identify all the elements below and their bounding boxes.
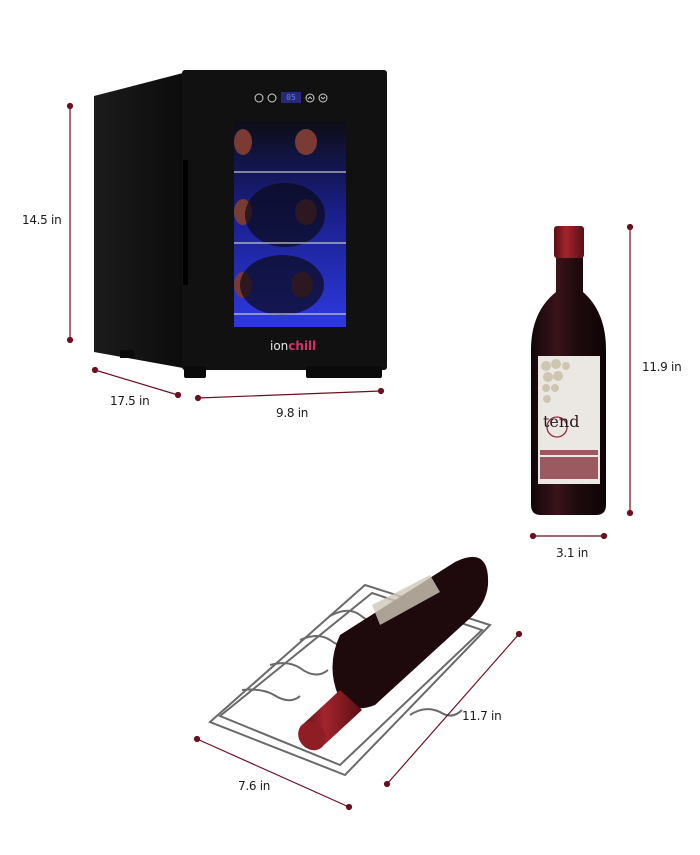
wine-bottle-upright: [531, 226, 606, 515]
brand-logo-part1: ion: [270, 339, 289, 353]
bottle-height-label: 11.9 in: [642, 360, 682, 374]
fridge-height-label: 14.5 in: [22, 213, 62, 227]
rack-depth-label: 11.7 in: [462, 709, 502, 723]
rack-width-label: 7.6 in: [238, 779, 271, 793]
wine-rack: [208, 583, 492, 777]
temperature-display: 05: [281, 92, 301, 103]
wine-bottle-lying: [298, 556, 489, 751]
bottle-label-brand: tend: [543, 412, 580, 431]
dimension-lines: [66, 102, 634, 811]
fridge-depth-label: 17.5 in: [110, 394, 150, 408]
control-panel: [254, 93, 328, 103]
bottle-width-label: 3.1 in: [556, 546, 589, 560]
wine-fridge: [94, 70, 387, 378]
light-icon: [267, 93, 277, 103]
up-arrow-icon: [305, 93, 315, 103]
brand-logo: ionchill: [270, 339, 316, 353]
down-arrow-icon: [318, 93, 328, 103]
power-icon: [254, 93, 264, 103]
fridge-width-label: 9.8 in: [276, 406, 309, 420]
brand-logo-part2: chill: [288, 339, 317, 353]
